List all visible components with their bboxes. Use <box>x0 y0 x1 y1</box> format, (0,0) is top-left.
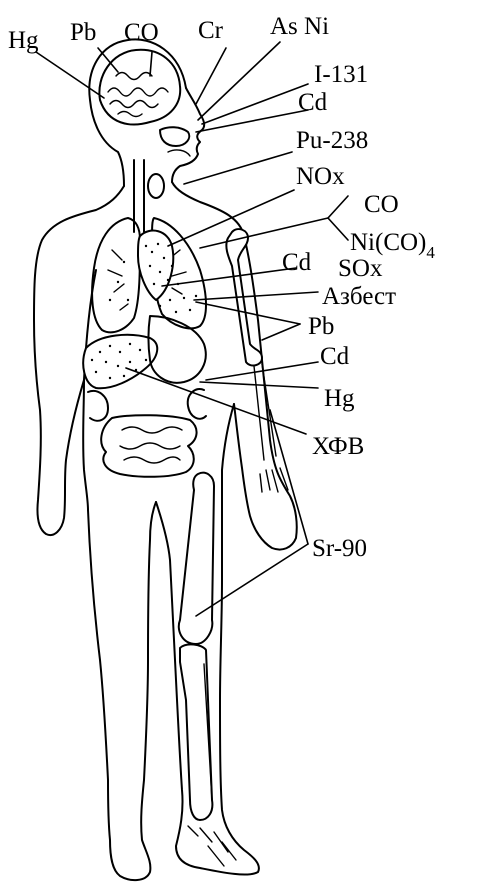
heart <box>138 231 173 300</box>
label-pb-top: Pb <box>70 19 96 46</box>
label-hg-top: Hg <box>8 27 39 54</box>
label-cr: Cr <box>198 17 224 44</box>
label-asbestos: Азбест <box>322 283 396 310</box>
label-sox: SOx <box>338 255 383 282</box>
intestines <box>101 415 196 477</box>
brain <box>99 50 180 125</box>
arm-bones <box>226 229 288 492</box>
trachea <box>134 160 164 232</box>
label-cd-lung: Cd <box>282 249 312 276</box>
label-i131: I-131 <box>314 61 368 88</box>
nasal-cavity <box>160 127 190 156</box>
label-cd-nose: Cd <box>298 89 328 116</box>
label-nico4: Ni(CO) <box>350 229 426 256</box>
label-cd-kidney: Cd <box>320 343 350 370</box>
label-sr90: Sr-90 <box>312 535 367 562</box>
label-pb-arm: Pb <box>308 313 334 340</box>
label-co-top: CO <box>124 19 159 46</box>
label-chem: ХФВ <box>312 433 364 460</box>
liver <box>83 335 157 388</box>
leg-bones <box>179 473 236 866</box>
label-pu238: Pu-238 <box>296 127 368 154</box>
label-nox: NOx <box>296 163 345 190</box>
label-as-ni: As Ni <box>270 13 329 40</box>
label-nico4-subscript: 4 <box>426 243 435 262</box>
label-hg-kidney: Hg <box>324 385 355 412</box>
label-co-lung: CO <box>364 191 399 218</box>
